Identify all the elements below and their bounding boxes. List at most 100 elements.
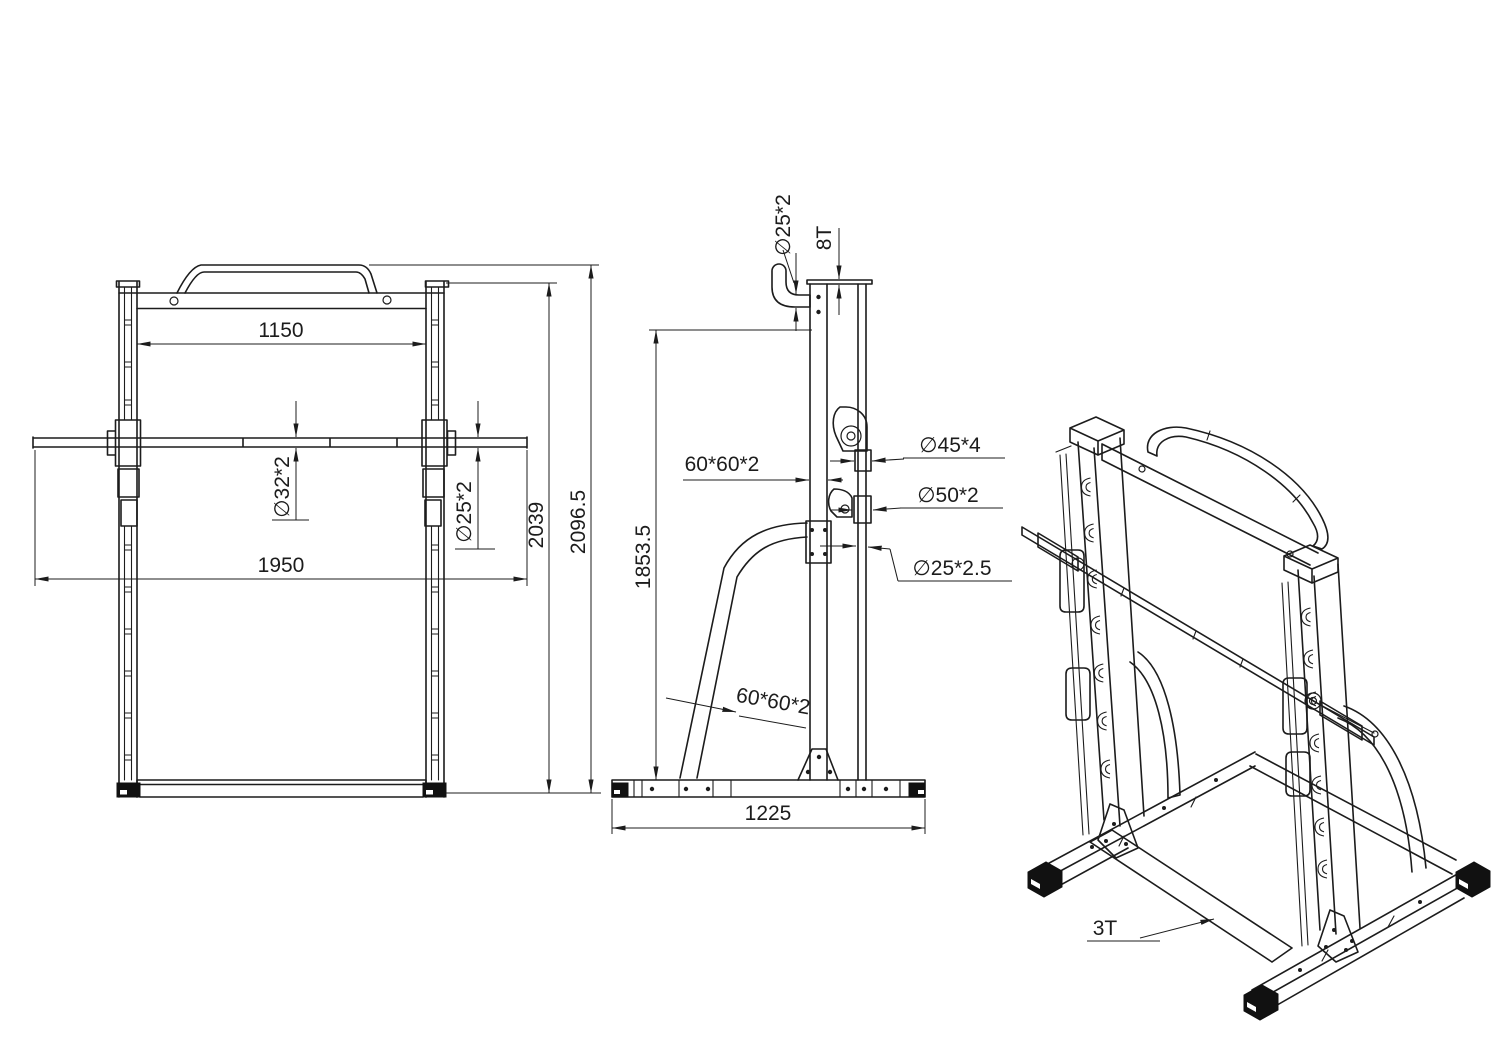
front-barbell-bar [32, 436, 528, 449]
dim-8t-label: 8T [813, 226, 836, 251]
iso-hook-slot [1303, 649, 1314, 669]
iso-left-gusset [1097, 803, 1139, 859]
dim-1950-extensions [34, 450, 528, 586]
side-gusset-bolt [816, 754, 822, 760]
front-bar-carriages [106, 419, 457, 527]
dim-leg6060-underline [738, 715, 807, 729]
iso-rail-bolt [1214, 778, 1218, 782]
dim-hook-leader [782, 249, 795, 284]
dim-6060-label: 60*60*2 [685, 453, 760, 476]
dim-1950-label: 1950 [258, 554, 305, 577]
side-top-plate [806, 279, 873, 285]
side-gusset-plate [797, 748, 839, 781]
iso-foot-cap-east [1455, 861, 1491, 898]
iso-rail-bolt [1298, 968, 1302, 972]
dim-dia25rod-leader [889, 548, 899, 582]
iso-left-guide-rod [1055, 445, 1090, 836]
side-cam-lower-hub [840, 504, 850, 514]
side-leg-bracket [805, 520, 832, 564]
side-base-tube [611, 779, 926, 798]
front-upright-guide-rails [123, 286, 440, 781]
iso-hook-slot [1300, 607, 1312, 627]
side-j-hook [771, 263, 811, 308]
iso-barbell-bar [1021, 526, 1375, 746]
front-view: 1150 1950 ∅32*2 ∅25*2 2039 2096.5 [32, 264, 601, 798]
iso-left-carriage-sleeves [1059, 549, 1091, 721]
dim-1150-label: 1150 [258, 319, 303, 342]
iso-right-post [1297, 563, 1361, 935]
dim-2039-label: 2039 [525, 502, 548, 549]
iso-left-post [1077, 437, 1145, 827]
iso-top-beam [1101, 443, 1319, 566]
iso-gusset-bolt [1112, 822, 1116, 826]
side-bracket-bolt [810, 528, 814, 532]
iso-beam-bolt [1286, 550, 1294, 558]
iso-hook-slot [1080, 477, 1092, 497]
iso-gusset-bolt [1344, 948, 1348, 952]
iso-hook-slot [1100, 759, 1111, 779]
iso-barbell-sleeves [1037, 532, 1363, 741]
dim-2096-label: 2096.5 [567, 490, 590, 554]
iso-right-gusset [1317, 909, 1359, 963]
front-bottom-crossmember [136, 779, 427, 798]
dim-1225-label: 1225 [745, 802, 792, 825]
front-top-crossmember [118, 292, 445, 310]
side-latch-cam-lower [827, 488, 872, 524]
dim-dia25rod-label: ∅25*2.5 [912, 557, 991, 580]
side-base-bolt [683, 786, 689, 792]
iso-rail-bolt [1162, 806, 1166, 810]
side-view: 1853.5 ∅25*2 8T ∅45*4 60*60*2 ∅50*2 ∅25*… [611, 194, 1012, 834]
front-crossmember-bolt-left [169, 296, 179, 306]
iso-left-post-cap [1069, 416, 1125, 456]
iso-rear-leg-right [1337, 705, 1427, 873]
side-front-leg [679, 522, 808, 779]
iso-pullup-handle [1146, 426, 1329, 550]
side-cam-hub-outer [840, 425, 862, 447]
iso-foot-cap-west [1027, 861, 1063, 898]
iso-hook-slot [1309, 733, 1320, 753]
iso-base-crossmember [1089, 829, 1293, 963]
side-base-bolt [649, 786, 655, 792]
side-bracket-bolt [823, 528, 827, 532]
iso-foot-cap-south [1243, 984, 1279, 1021]
side-base-bolt [883, 786, 889, 792]
dim-1853-label: 1853.5 [632, 525, 655, 589]
iso-latch-lever-knob [1371, 730, 1379, 738]
side-base-seams [633, 779, 901, 798]
side-cam-hub-inner [846, 431, 856, 441]
dim-dia50-label: ∅50*2 [917, 484, 979, 507]
front-pullup-handle [176, 264, 378, 294]
iso-hook-slot [1317, 859, 1328, 879]
side-latch-cam-upper [832, 406, 872, 472]
dim-dia50-arrow-right [872, 506, 902, 512]
side-base-bolt [845, 786, 851, 792]
iso-base-rails [1039, 751, 1469, 1017]
iso-rail-bolt [1418, 900, 1422, 904]
iso-gusset-bolt [1104, 839, 1108, 843]
dim-dia45-label: ∅45*4 [919, 434, 981, 457]
side-guide-rod [857, 283, 867, 781]
iso-hook-slot [1093, 663, 1104, 683]
dim-dia45-arrow-right [871, 457, 905, 463]
side-gusset-bolt [805, 769, 811, 775]
side-column-bolt [816, 294, 821, 300]
iso-gusset-bolt [1332, 928, 1336, 932]
iso-hook-slot [1097, 711, 1108, 731]
iso-handle-seams [1206, 430, 1301, 503]
front-foot-notches [120, 790, 433, 795]
dim-3t-label: 3T [1093, 917, 1118, 940]
side-gusset-bolt [827, 769, 833, 775]
dim-leg6060-leader [665, 697, 737, 713]
side-bracket-bolt [810, 552, 814, 556]
iso-hook-slot [1090, 615, 1101, 635]
iso-barbell-collar-ticks [1120, 587, 1244, 668]
iso-rear-leg-left [1129, 651, 1181, 799]
iso-right-carriage-hub-inner [1308, 696, 1318, 706]
dim-leg6060-label: 60*60*2 [734, 684, 812, 720]
side-foot-notches [614, 790, 924, 794]
iso-right-post-cap [1283, 544, 1339, 584]
iso-gusset-bolt [1124, 842, 1128, 846]
side-foot-caps [611, 782, 926, 798]
side-column-bolt [816, 309, 821, 315]
